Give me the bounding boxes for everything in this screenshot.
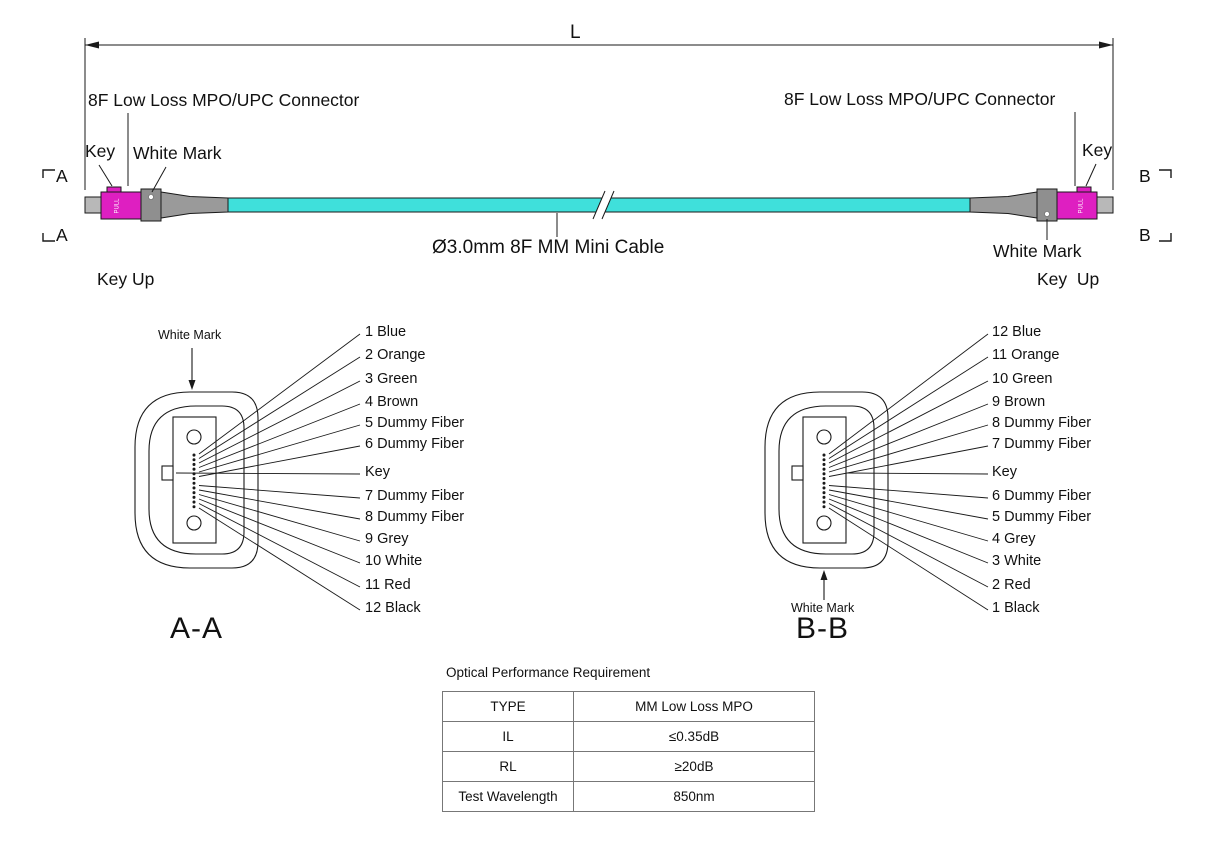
- fiber-label-b-7: 7 Dummy Fiber: [992, 436, 1092, 452]
- fiber-label-b-3: 3 White: [992, 553, 1042, 569]
- view-a-white-mark-label: White Mark: [158, 328, 222, 342]
- left-body: [100, 191, 142, 220]
- table-cell-type-name: TYPE: [442, 691, 574, 722]
- right-pull-text: PULL: [1079, 198, 1085, 214]
- right-key-label: Key: [1082, 140, 1113, 160]
- right-connector-label: 8F Low Loss MPO/UPC Connector: [784, 89, 1056, 109]
- table-cell-wavelength-name: Test Wavelength: [442, 781, 574, 812]
- fiber-label-a-10: 10 White: [365, 553, 423, 569]
- view-a-connector-face: [134, 348, 259, 569]
- fiber-label-b-1: 1 Black: [992, 600, 1040, 616]
- fiber-label-a-7: 7 Dummy Fiber: [365, 488, 465, 504]
- left-ferrule-tip: [84, 196, 102, 214]
- dimension-label: L: [570, 22, 581, 43]
- view-b-key-notch: [791, 465, 804, 481]
- fiber-label-b-4: 4 Grey: [992, 531, 1036, 547]
- fiber-label-a-4: 4 Brown: [365, 394, 419, 410]
- table-cell-rl-value: ≥20dB: [573, 751, 815, 782]
- fiber-label-b-12: 12 Blue: [992, 324, 1042, 340]
- fiber-label-a-key: Key: [365, 464, 390, 480]
- fiber-label-a-9: 9 Grey: [365, 531, 409, 547]
- view-b-guide-hole-bottom: [816, 515, 832, 531]
- view-b-guide-hole-top: [816, 429, 832, 445]
- left-key-label: Key: [85, 141, 116, 161]
- fiber-label-b-10: 10 Green: [992, 371, 1053, 387]
- right-body: [1056, 191, 1098, 220]
- right-connector: PULL: [969, 186, 1114, 222]
- fiber-label-b-key: Key: [992, 464, 1017, 480]
- view-a-white-mark-arrowhead-icon: [188, 380, 196, 390]
- section-a-top-label: A: [56, 166, 68, 186]
- fiber-label-b-8: 8 Dummy Fiber: [992, 415, 1092, 431]
- fiber-label-a-2: 2 Orange: [365, 347, 426, 363]
- view-a-guide-hole-bottom: [186, 515, 202, 531]
- assembly-callout-lines: [98, 112, 1097, 240]
- view-b-leader-lines: [828, 333, 989, 611]
- table-row: Test Wavelength 850nm: [442, 781, 815, 812]
- table-cell-il-name: IL: [442, 721, 574, 752]
- left-flange: [140, 188, 162, 222]
- table-cell-il-value: ≤0.35dB: [573, 721, 815, 752]
- fiber-label-a-8: 8 Dummy Fiber: [365, 509, 465, 525]
- fiber-label-b-2: 2 Red: [992, 577, 1031, 593]
- left-white-mark-label: White Mark: [133, 143, 222, 163]
- table-cell-wavelength-value: 850nm: [573, 781, 815, 812]
- left-connector-label: 8F Low Loss MPO/UPC Connector: [88, 90, 360, 110]
- section-b-bottom-label: B: [1139, 225, 1151, 245]
- fiber-label-b-5: 5 Dummy Fiber: [992, 509, 1092, 525]
- view-b-title: B-B: [796, 612, 850, 645]
- fiber-label-a-11: 11 Red: [365, 577, 411, 593]
- performance-table-title: Optical Performance Requirement: [446, 665, 651, 680]
- cable-label: Ø3.0mm 8F MM Mini Cable: [432, 237, 665, 258]
- left-boot: [160, 191, 229, 219]
- table-row: IL ≤0.35dB: [442, 721, 815, 752]
- right-key-up-label: Key Up: [1037, 269, 1100, 289]
- table-row: RL ≥20dB: [442, 751, 815, 782]
- left-key-up-label: Key Up: [97, 269, 155, 289]
- dimension-arrow-left-icon: [85, 41, 99, 49]
- fiber-label-b-9: 9 Brown: [992, 394, 1046, 410]
- performance-table: TYPE MM Low Loss MPO IL ≤0.35dB RL ≥20dB…: [442, 691, 815, 812]
- fiber-label-b-11: 11 Orange: [992, 347, 1060, 363]
- fiber-label-b-6: 6 Dummy Fiber: [992, 488, 1092, 504]
- right-ferrule-tip: [1096, 196, 1114, 214]
- dimension-l: [84, 38, 1114, 190]
- table-row: TYPE MM Low Loss MPO: [442, 691, 815, 722]
- fiber-label-a-12: 12 Black: [365, 600, 421, 616]
- left-pull-text: PULL: [115, 198, 121, 214]
- fiber-label-a-1: 1 Blue: [365, 324, 407, 340]
- dimension-arrow-right-icon: [1099, 41, 1113, 49]
- fiber-label-a-3: 3 Green: [365, 371, 418, 387]
- section-a-bottom-label: A: [56, 225, 68, 245]
- section-cut-markers: [42, 169, 1172, 242]
- fiber-label-a-6: 6 Dummy Fiber: [365, 436, 465, 452]
- section-b-top-label: B: [1139, 166, 1151, 186]
- view-a-leader-lines: [175, 333, 361, 611]
- fiber-label-a-5: 5 Dummy Fiber: [365, 415, 465, 431]
- left-white-mark-dot: [148, 194, 154, 200]
- right-white-mark-dot: [1044, 211, 1050, 217]
- right-boot: [969, 191, 1038, 219]
- view-b-connector-face: [764, 391, 889, 600]
- view-a-title: A-A: [170, 612, 224, 645]
- right-white-mark-label: White Mark: [993, 241, 1082, 261]
- view-a-key-notch: [161, 465, 174, 481]
- view-b-white-mark-label: White Mark: [791, 601, 855, 615]
- view-a-guide-hole-top: [186, 429, 202, 445]
- view-b-white-mark-arrowhead-icon: [820, 570, 828, 580]
- left-connector: PULL: [84, 186, 229, 222]
- cable-break-icon: [592, 190, 615, 220]
- table-cell-rl-name: RL: [442, 751, 574, 782]
- table-cell-type-value: MM Low Loss MPO: [573, 691, 815, 722]
